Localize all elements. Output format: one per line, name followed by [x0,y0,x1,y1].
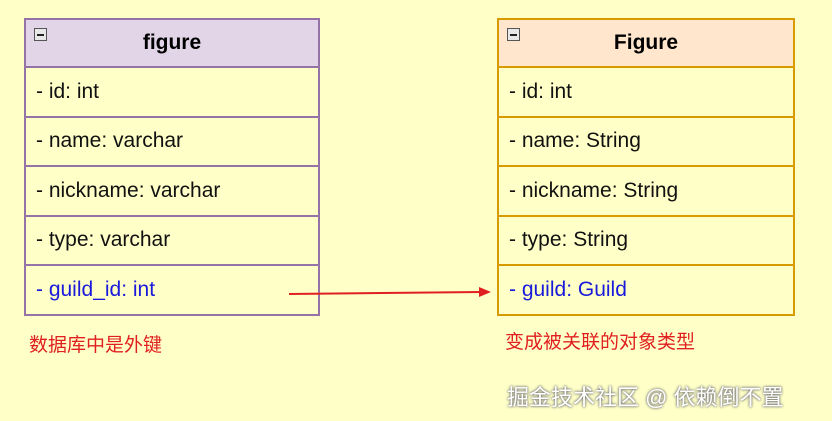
db-field-type: - type: varchar [26,217,318,266]
watermark: 掘金技术社区 @ 依赖倒不置 [507,385,784,410]
object-type-note: 变成被关联的对象类型 [505,332,696,353]
db-table-title: figure [142,31,202,54]
collapse-icon[interactable] [507,28,520,41]
class-title: Figure [613,31,679,54]
class-header: Figure [499,20,793,68]
class-field-nickname: - nickname: String [499,167,793,217]
class-field-guild: - guild: Guild [499,266,793,316]
class-field-type: - type: String [499,217,793,266]
db-field-name: - name: varchar [26,118,318,167]
class-field-id: - id: int [499,68,793,118]
db-field-guild-id: - guild_id: int [26,266,318,316]
foreign-key-note: 数据库中是外键 [29,335,163,356]
db-field-nickname: - nickname: varchar [26,167,318,217]
db-table-figure: figure - id: int - name: varchar - nickn… [24,18,320,316]
db-table-header: figure [26,20,318,68]
arrow-line [288,291,483,295]
collapse-icon[interactable] [34,28,47,41]
db-field-id: - id: int [26,68,318,118]
arrow-head [479,287,491,297]
class-field-name: - name: String [499,118,793,167]
class-figure: Figure - id: int - name: String - nickna… [497,18,795,316]
